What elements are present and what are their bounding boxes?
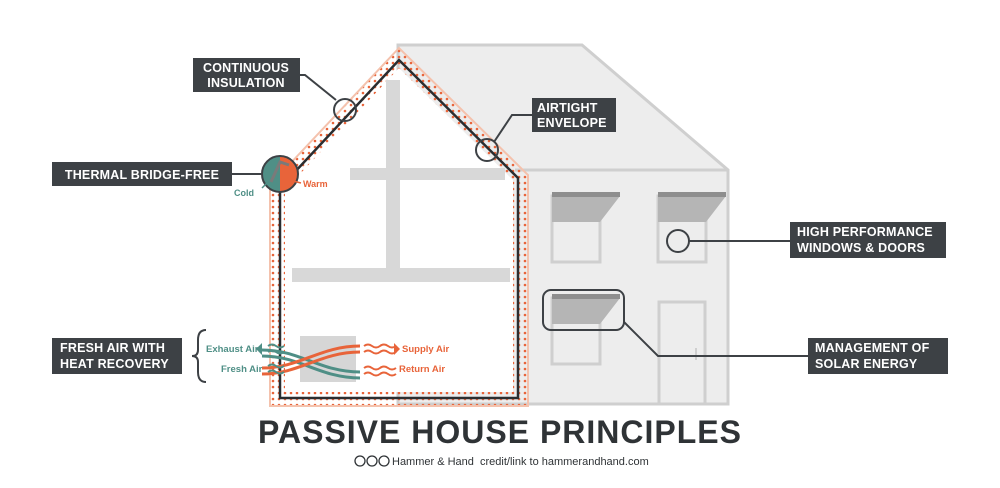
window-top-right	[656, 192, 726, 264]
credit-link[interactable]: credit/link to hammerandhand.com	[480, 456, 649, 468]
door	[657, 300, 707, 406]
credit-author: Hammer & Hand	[392, 456, 474, 468]
label-fresh-air-heat-recovery: FRESH AIR WITH HEAT RECOVERY	[52, 338, 182, 374]
exhaust-air-label: Exhaust Air	[206, 344, 259, 355]
svg-text:MANAGEMENT OF: MANAGEMENT OF	[815, 341, 930, 355]
supply-air-label: Supply Air	[402, 344, 449, 355]
svg-text:HEAT RECOVERY: HEAT RECOVERY	[60, 357, 169, 371]
svg-text:AIRTIGHT: AIRTIGHT	[537, 101, 598, 115]
fresh-air-label: Fresh Air	[221, 364, 263, 375]
callout-envelope	[475, 114, 532, 162]
warm-label: Warm	[303, 179, 328, 189]
callout-windows	[666, 229, 790, 253]
callout-fresh-air-bracket	[191, 329, 207, 383]
label-thermal-bridge-free: THERMAL BRIDGE-FREE	[52, 162, 232, 186]
house-left-section	[269, 46, 529, 407]
airtight-envelope-line	[278, 58, 520, 400]
svg-text:FRESH AIR WITH: FRESH AIR WITH	[60, 341, 165, 355]
svg-text:CONTINUOUS: CONTINUOUS	[203, 61, 289, 75]
svg-text:HIGH PERFORMANCE: HIGH PERFORMANCE	[797, 225, 933, 239]
window-top-left	[550, 192, 620, 264]
svg-text:THERMAL BRIDGE-FREE: THERMAL BRIDGE-FREE	[65, 168, 219, 182]
svg-text:WINDOWS & DOORS: WINDOWS & DOORS	[797, 241, 925, 255]
callout-solar	[542, 289, 808, 357]
svg-text:SOLAR ENERGY: SOLAR ENERGY	[815, 357, 918, 371]
page-title: PASSIVE HOUSE PRINCIPLES	[258, 414, 742, 450]
thermal-bridge-detail-icon	[261, 155, 299, 193]
heat-recovery-unit	[256, 336, 400, 382]
svg-text:INSULATION: INSULATION	[207, 76, 284, 90]
cold-label: Cold	[234, 188, 254, 198]
creative-commons-icon	[354, 455, 390, 467]
label-solar-energy: MANAGEMENT OF SOLAR ENERGY	[808, 338, 948, 374]
label-high-performance-windows: HIGH PERFORMANCE WINDOWS & DOORS	[790, 222, 946, 258]
return-air-label: Return Air	[399, 364, 445, 375]
label-airtight-envelope: AIRTIGHT ENVELOPE	[532, 98, 616, 132]
svg-text:ENVELOPE: ENVELOPE	[537, 116, 607, 130]
label-continuous-insulation: CONTINUOUS INSULATION	[193, 58, 300, 92]
